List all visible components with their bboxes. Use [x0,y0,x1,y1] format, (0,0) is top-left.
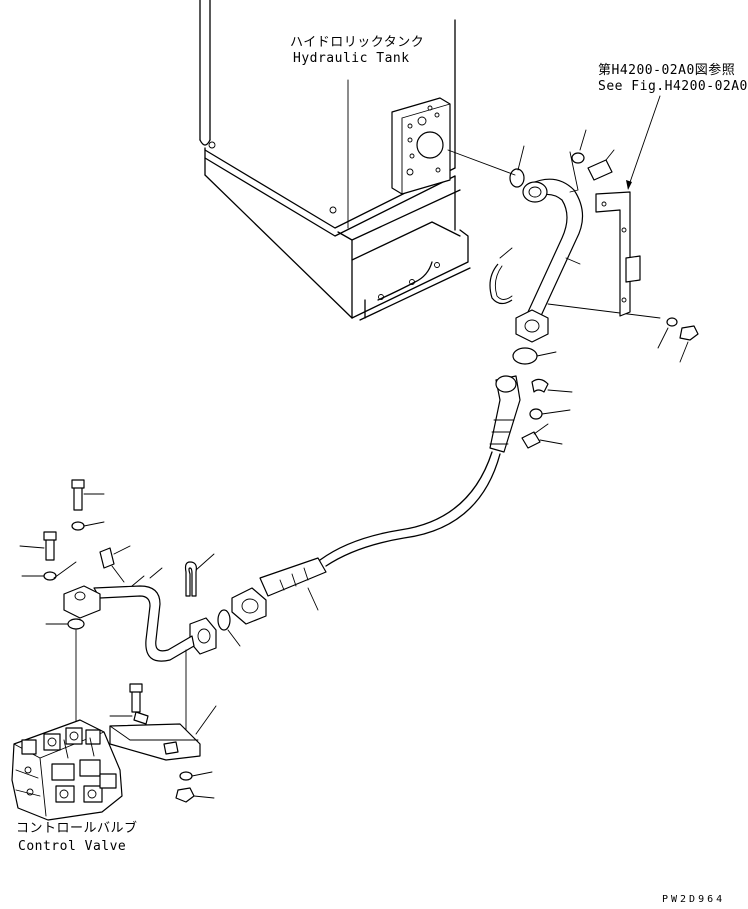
control-valve [11,719,123,821]
drawing-number: PW2D964 [662,894,725,905]
control-valve-label-en: Control Valve [18,839,126,854]
hydraulic-tank [199,0,471,321]
upper-pipe-assembly [447,129,699,363]
reference-label-jp: 第H4200-02A0図参照 [598,62,735,78]
hose-assembly [319,347,573,567]
tank-label-jp: ハイドロリックタンク [290,35,424,50]
lower-pipe-assembly [19,479,327,803]
reference-label-en: See Fig.H4200-02A0 [598,79,748,94]
tank-label-en: Hydraulic Tank [293,51,410,66]
control-valve-label-jp: コントロールバルブ [16,820,138,836]
